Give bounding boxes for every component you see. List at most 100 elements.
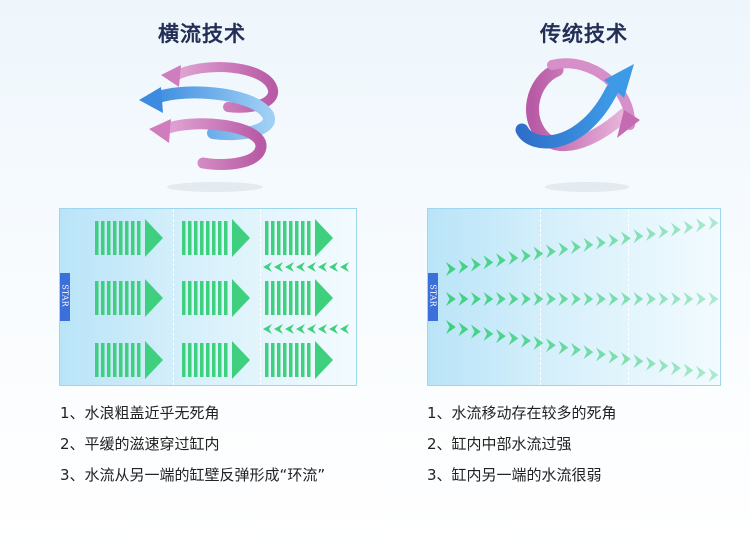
chevron-right [696,292,706,306]
chevron-right [671,361,681,375]
arrow-stripe [301,281,305,315]
chevron-right [484,292,494,306]
arrow-head [315,279,333,317]
chevron-left [329,262,338,272]
arrow-stripe [119,281,123,315]
chevron-right [571,240,581,254]
cross-flow-notes: 1、水浪粗盖近乎无死角 2、平缓的滋速穿过缸内 3、水流从另一端的缸壁反弹形成“… [60,398,325,491]
arrow-stripe [194,281,198,315]
arrow-stripe [182,281,186,315]
chevron-right [609,234,619,248]
chevron-right [521,292,531,306]
block-arrow [182,219,250,257]
arrow-stripe [224,343,228,377]
chevron-right [509,251,519,265]
arrow-head [145,219,163,257]
arrow-stripe [307,281,311,315]
note-item: 2、平缓的滋速穿过缸内 [60,429,325,460]
arrow-stripe [212,221,216,255]
chevron-right [596,292,606,306]
arrow-stripe [295,281,299,315]
arrow-stripe [283,281,287,315]
chevron-right [609,292,619,306]
arrow-head [315,341,333,379]
arrow-stripe [283,343,287,377]
arrow-stripe [188,221,192,255]
chevron-right [496,292,506,306]
chevron-left [307,262,316,272]
cross-flow-swirl-icon [133,55,283,195]
chevron-right [496,329,506,343]
arrow-stripe [206,221,210,255]
arrow-stripe [101,221,105,255]
arrow-stripe [125,281,129,315]
arrow-stripe [265,281,269,315]
chevron-left [307,324,316,334]
chevron-right [659,225,669,239]
arrow-stripe [131,281,135,315]
arrow-stripe [224,281,228,315]
chevron-right [659,292,669,306]
chevron-right [596,347,606,361]
chevron-right [659,359,669,373]
arrow-stripe [95,281,99,315]
arrow-stripe [200,281,204,315]
arrow-stripe [218,281,222,315]
arrow-stripe [182,221,186,255]
chevron-right [459,322,469,336]
chevron-left [296,262,305,272]
chevron-right [471,325,481,339]
arrow-stripe [113,343,117,377]
chevron-left [296,324,305,334]
chevron-right [646,357,656,371]
chevron-right [459,292,469,306]
chevron-right [684,363,694,377]
return-chevron-row [263,262,349,272]
chevron-right [584,345,594,359]
chevron-right [646,227,656,241]
chevron-left [285,262,294,272]
chevron-right [584,292,594,306]
note-item: 1、水流移动存在较多的死角 [427,398,617,429]
chevron-left [318,324,327,334]
block-arrow [95,279,163,317]
chevron-left [329,324,338,334]
chevron-right [471,292,481,306]
arrow-stripe [137,221,141,255]
arrow-head [315,219,333,257]
chevron-left [263,262,272,272]
block-arrow [182,341,250,379]
chevron-left [340,324,349,334]
arrow-stripe [277,281,281,315]
arrow-stripe [224,221,228,255]
arrow-stripe [119,343,123,377]
arrow-stripe [194,343,198,377]
arrow-stripe [200,221,204,255]
arrow-stripe [283,221,287,255]
arrow-stripe [101,281,105,315]
chevron-right [671,223,681,237]
chevron-right [446,292,456,306]
chevron-right [571,343,581,357]
chevron-right [509,292,519,306]
arrow-stripe [188,343,192,377]
arrow-stripe [113,221,117,255]
arrow-stripe [107,221,111,255]
arrow-head [232,219,250,257]
arrow-stripe [289,281,293,315]
arrow-stripe [119,221,123,255]
arrow-stripe [307,343,311,377]
chevron-right [696,366,706,380]
traditional-notes: 1、水流移动存在较多的死角 2、缸内中部水流过强 3、缸内另一端的水流很弱 [427,398,617,491]
arrow-stripe [101,343,105,377]
chevron-right [546,292,556,306]
chevron-left [340,262,349,272]
chevron-right [684,292,694,306]
chevron-right [709,368,719,382]
arrow-head [232,279,250,317]
arrow-stripe [125,343,129,377]
arrow-stripe [307,221,311,255]
note-item: 3、水流从另一端的缸壁反弹形成“环流” [60,460,325,491]
chevron-right [671,292,681,306]
block-arrow [95,341,163,379]
